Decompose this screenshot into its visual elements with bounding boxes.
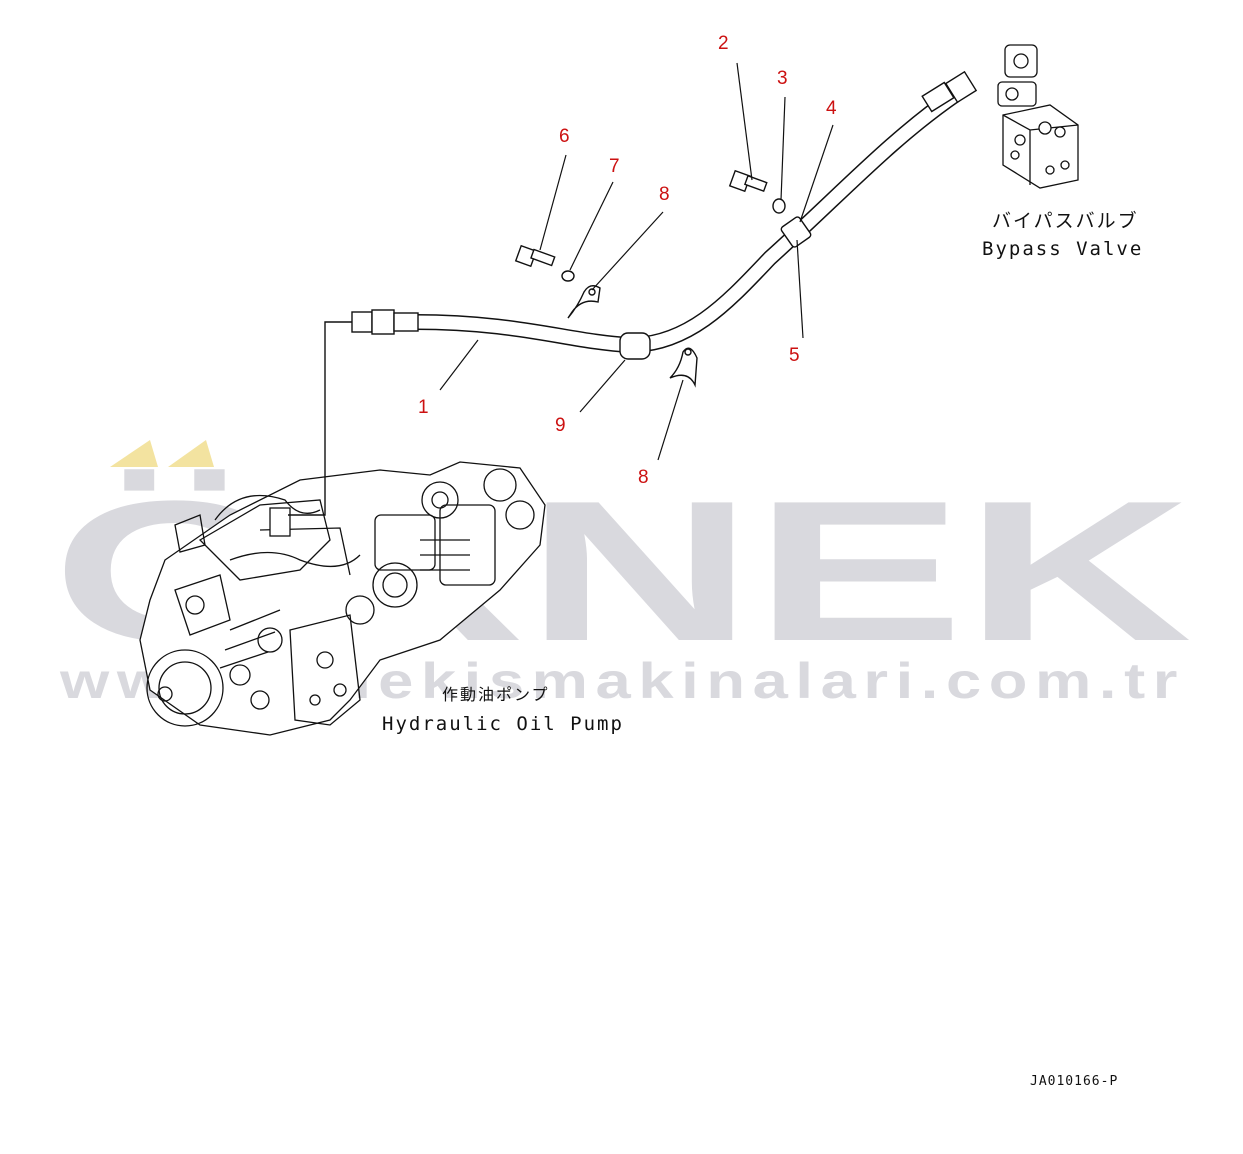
drawing-code: JA010166-P	[1030, 1074, 1118, 1089]
hose-body	[408, 88, 962, 352]
hose-fitting-pump-end	[351, 311, 373, 333]
callout-2: 2	[718, 33, 729, 54]
washer-part-7	[561, 270, 575, 282]
hose-fitting-collar	[393, 312, 419, 332]
captions: バイパスバルブ Bypass Valve 作動油ポンプ Hydraulic Oi…	[382, 209, 1143, 1089]
clamp-part-8-lower	[669, 347, 698, 388]
callout-6: 6	[559, 126, 570, 147]
hose-fitting-nut	[371, 309, 395, 335]
callout-3: 3	[777, 68, 788, 89]
leader-lines	[439, 62, 834, 461]
callout-8-upper: 8	[659, 184, 670, 205]
hydraulic-pump-drawing	[139, 461, 546, 736]
bypass-valve-label-en: Bypass Valve	[982, 238, 1143, 260]
hose-assembly	[351, 70, 978, 360]
pump-label-en: Hydraulic Oil Pump	[382, 713, 624, 735]
watermark-accent-left	[110, 440, 158, 467]
callout-1: 1	[418, 397, 429, 418]
pump-connection-line	[288, 321, 352, 516]
bolt-part-6	[514, 244, 556, 268]
hardware	[514, 169, 786, 388]
callout-9: 9	[555, 415, 566, 436]
watermark-accent-right	[168, 440, 214, 467]
hose-clamp	[780, 216, 812, 248]
callout-7: 7	[609, 156, 620, 177]
bypass-valve-drawing	[997, 44, 1079, 189]
callout-4: 4	[826, 98, 837, 119]
hose-protector-sleeve	[619, 332, 651, 360]
callouts: 1 2 3 4 5 6 7 8 8 9	[418, 33, 837, 488]
hose-fitting-valve-end	[921, 81, 955, 113]
bypass-valve-label-jp: バイパスバルブ	[992, 209, 1139, 232]
hose-outline	[407, 87, 963, 354]
washer-part-3	[772, 198, 786, 214]
bolt-part-2	[728, 169, 768, 193]
hose-fitting-valve-nut	[944, 70, 978, 104]
callout-8-lower: 8	[638, 467, 649, 488]
pump-label-jp: 作動油ポンプ	[442, 685, 550, 704]
callout-5: 5	[789, 345, 800, 366]
